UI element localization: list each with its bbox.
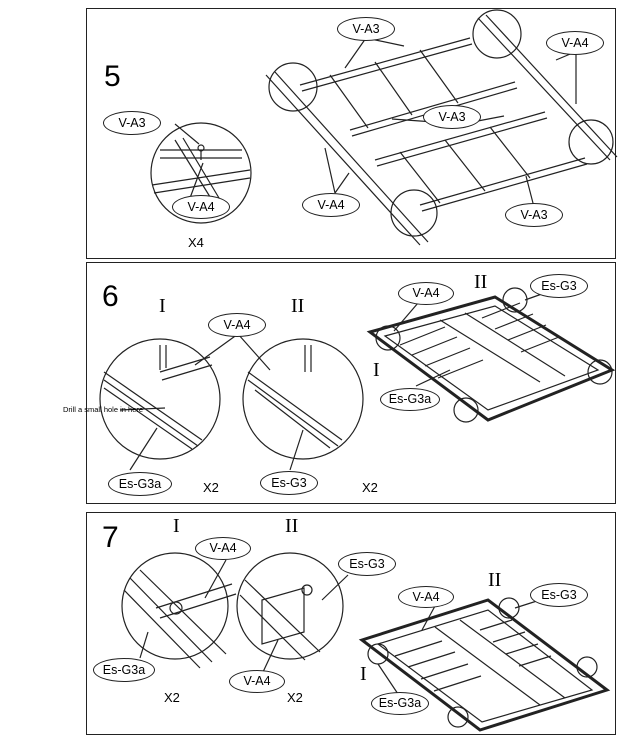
label-es-g3a-floor: Es-G3a [371,692,429,715]
step-6-quantity-1: X2 [203,480,219,495]
step-6-floor-view-ii: II [474,271,488,293]
label-v-a4-bottom: V-A4 [229,670,285,693]
label-es-g3: Es-G3 [338,552,396,576]
label-v-a3-bottom: V-A3 [505,203,563,227]
step-7-view-i: I [173,515,180,537]
label-es-g3: Es-G3 [260,471,318,495]
label-v-a4-left: V-A4 [302,193,360,217]
label-es-g3a: Es-G3a [93,658,155,682]
step-6-quantity-2: X2 [362,480,378,495]
label-v-a4: V-A4 [208,313,266,337]
drill-hole-note: Drill a small hole in here [63,405,144,414]
label-v-a4-floor: V-A4 [398,586,454,608]
label-es-g3-floor: Es-G3 [530,274,588,298]
step-6-number: 6 [102,280,119,313]
label-v-a4-floor: V-A4 [398,282,454,305]
label-es-g3-floor: Es-G3 [530,583,588,607]
label-v-a4-right: V-A4 [546,31,604,55]
label-v-a3-middle: V-A3 [423,105,481,129]
label-es-g3a: Es-G3a [108,472,172,496]
step-6-panel [86,262,616,504]
label-v-a3-top: V-A3 [337,17,395,41]
step-7-floor-view-i: I [360,663,367,685]
step-7-floor-view-ii: II [488,569,502,591]
label-es-g3a-floor: Es-G3a [380,388,440,411]
label-v-a4-detail: V-A4 [172,195,230,219]
step-5-quantity: X4 [188,235,204,250]
step-6-view-ii: II [291,295,305,317]
step-6-view-i: I [159,295,166,317]
step-5-number: 5 [104,60,121,93]
step-7-quantity-1: X2 [164,690,180,705]
step-7-number: 7 [102,521,119,554]
step-7-view-ii: II [285,515,299,537]
step-7-quantity-2: X2 [287,690,303,705]
step-6-floor-view-i: I [373,359,380,381]
label-v-a3-detail: V-A3 [103,111,161,135]
label-v-a4: V-A4 [195,537,251,560]
